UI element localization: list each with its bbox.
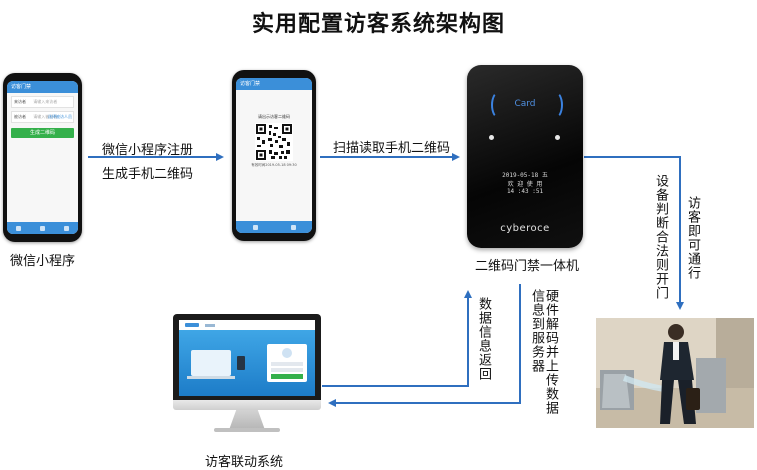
- select-host-link[interactable]: 选择被访人员: [48, 114, 72, 119]
- label-data-return: 数据信息返回: [476, 297, 491, 381]
- label-hardware-decode: 硬件解码并上传数据: [543, 289, 558, 415]
- reader-label: 二维码门禁一体机: [475, 259, 580, 274]
- phone-qr-code: 访客门禁 请出示访客二维码 有效时间2019-05-18 09:30: [232, 70, 316, 241]
- web-banner: [179, 330, 315, 396]
- reader-time: 14 :43 :51: [506, 188, 544, 195]
- label-generate-qr: 生成手机二维码: [102, 167, 194, 182]
- label-info-to-server: 信息到服务器: [529, 289, 544, 373]
- camera-dot-right: [555, 135, 560, 140]
- generate-qr-button[interactable]: 生成二维码: [11, 128, 74, 138]
- web-avatar-icon: [282, 348, 292, 358]
- qr-validity: 有效时间2019-05-18 09:30: [251, 163, 297, 167]
- visitor-name-field[interactable]: 来访者 请输入来访者: [11, 96, 74, 108]
- diagram-title: 实用配置访客系统架构图: [251, 12, 505, 37]
- card-label: Card: [514, 99, 536, 109]
- linkage-system-label: 访客联动系统: [205, 455, 284, 470]
- web-phone-icon: [237, 356, 245, 370]
- monitor-stand: [229, 410, 265, 430]
- web-nav-icon: [205, 324, 215, 327]
- arrow-reader-to-monitor: [328, 284, 521, 407]
- label-visitor-pass: 访客即可通行: [685, 196, 700, 280]
- label-register: 微信小程序注册: [102, 143, 194, 158]
- phone-tab-bar: [7, 222, 78, 234]
- app-title-bar: 访客门禁: [7, 81, 78, 93]
- tab-home-icon[interactable]: [16, 225, 22, 231]
- tab-user-icon[interactable]: [290, 224, 296, 230]
- tab-home-icon[interactable]: [252, 224, 258, 230]
- web-password-input[interactable]: [271, 368, 303, 372]
- turnstile-scene: [596, 318, 754, 428]
- phone-notch: [261, 72, 287, 78]
- monitor-base: [214, 428, 280, 432]
- turnstile-photo: [596, 318, 754, 428]
- visitor-field-placeholder: 请输入来访者: [33, 99, 58, 104]
- label-device-judge: 设备判断合法则开门: [653, 174, 668, 300]
- reader-brand: cyberoce: [500, 223, 550, 234]
- visitor-field-label: 来访者: [14, 99, 26, 104]
- host-name-field[interactable]: 被访者 请输入被访者 选择被访人员: [11, 111, 74, 123]
- tab-record-icon[interactable]: [39, 225, 45, 231]
- app-title-bar: 访客门禁: [236, 78, 312, 90]
- tab-user-icon[interactable]: [63, 225, 69, 231]
- host-field-placeholder: 请输入被访者: [33, 114, 58, 119]
- qr-code-icon: [255, 123, 293, 161]
- monitor: [173, 314, 321, 400]
- web-laptop-base: [187, 376, 235, 379]
- web-logo-icon: [185, 323, 199, 327]
- reader-welcome: 欢 迎 使 用: [507, 181, 543, 188]
- rfid-wave-left-icon: [491, 91, 507, 119]
- phone-notch: [29, 75, 56, 81]
- monitor-chin: [173, 400, 321, 410]
- arrow-monitor-to-reader: [322, 290, 472, 387]
- monitor-screen: [179, 320, 315, 396]
- web-login-panel[interactable]: [267, 344, 307, 382]
- label-scan-qr: 扫描读取手机二维码: [333, 141, 451, 156]
- phone-screen: 访客门禁 来访者 请输入来访者 被访者 请输入被访者 选择被访人员 生成二维码: [7, 81, 78, 234]
- web-username-input[interactable]: [271, 362, 303, 366]
- mini-program-label: 微信小程序: [10, 254, 76, 269]
- qr-access-reader: Card 2019-05-18 五 欢 迎 使 用 14 :43 :51 cyb…: [467, 65, 583, 248]
- phone-tab-bar: [236, 221, 312, 233]
- arrow-reader-to-gate: [584, 156, 684, 310]
- rfid-wave-right-icon: [547, 91, 563, 119]
- phone-mini-program: 访客门禁 来访者 请输入来访者 被访者 请输入被访者 选择被访人员 生成二维码: [3, 73, 82, 242]
- web-login-button[interactable]: [271, 374, 303, 379]
- phone-screen: 访客门禁 请出示访客二维码 有效时间2019-05-18 09:30: [236, 78, 312, 233]
- camera-dot-left: [489, 135, 494, 140]
- host-field-label: 被访者: [14, 114, 26, 119]
- reader-date: 2019-05-18 五: [502, 172, 548, 179]
- qr-caption: 请出示访客二维码: [258, 114, 290, 119]
- web-laptop-icon: [191, 350, 231, 376]
